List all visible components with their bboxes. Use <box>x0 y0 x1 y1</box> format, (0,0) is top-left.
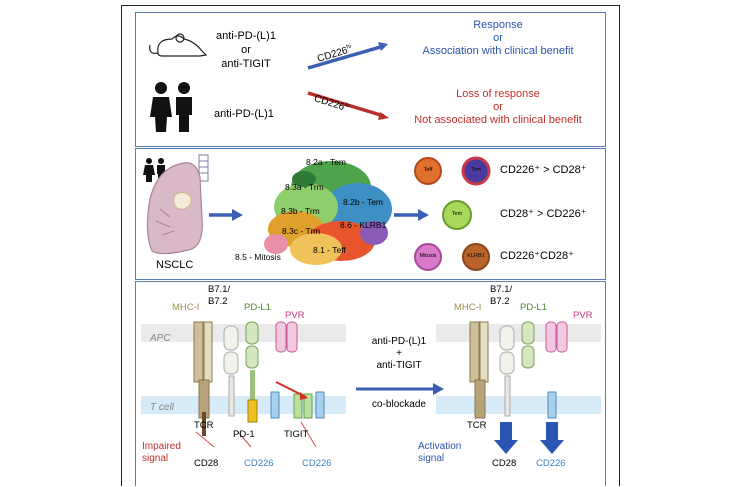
cell-label: Mitosis <box>419 253 437 259</box>
cd226-label-left-b: CD226 <box>302 458 332 469</box>
treatment-arrowhead <box>433 383 444 395</box>
cluster-label: 8.3b - Trm <box>281 206 320 216</box>
pvr-label-left: PVR <box>285 310 305 321</box>
mouse-icon <box>149 33 208 57</box>
tcr-label-right: TCR <box>467 420 487 431</box>
signaling-panel: APC T cell MHC-I B7.1/B7.2 PD-L1 PVR TCR… <box>135 281 606 486</box>
cluster-label: 8.5 - Mitosis <box>235 252 281 262</box>
cd28-label-left: CD28 <box>194 458 219 469</box>
b7-label-left: B7.1/B7.2 <box>208 284 231 307</box>
phenotype-label: CD226⁺CD28⁺ <box>500 250 574 262</box>
left-receptors <box>193 321 325 448</box>
patients-icon <box>150 82 192 132</box>
cd28-label-right: CD28 <box>492 458 517 469</box>
human-therapy: anti-PD-(L)1 <box>214 108 274 120</box>
cd226-high-arrow <box>307 44 385 70</box>
cluster-label: 8.2a - Tem <box>306 157 347 167</box>
mouse-therapy: anti-PD-(L)1 or anti-TIGIT <box>216 30 276 70</box>
co-blockade-label: co-blockade <box>372 399 426 410</box>
cell-label: Tem <box>451 211 463 217</box>
cd226-low-arrowhead <box>378 112 389 120</box>
pdl1-label-left: PD-L1 <box>244 302 271 313</box>
clusters-arrowhead <box>418 209 429 221</box>
treatment-graphics <box>149 33 389 132</box>
cluster-label: 8.3c - Trm <box>282 226 321 236</box>
negative-outcome: Loss of response or Not associated with … <box>414 88 582 126</box>
pdl1-label-right: PD-L1 <box>520 302 547 313</box>
cell-label: Trm <box>471 167 481 173</box>
mhc-label-right: MHC-I <box>454 302 482 313</box>
cd226-high-arrowhead <box>378 42 388 51</box>
cd226-label-left-a: CD226 <box>244 458 274 469</box>
tcell-label: T cell <box>150 402 174 413</box>
cluster-label: 8.3a - Trm <box>285 182 324 192</box>
right-receptors <box>469 321 568 454</box>
positive-outcome: Response or Association with clinical be… <box>422 19 574 57</box>
pvr-label-right: PVR <box>573 310 593 321</box>
figure-frame <box>121 5 620 486</box>
signaling-graphics <box>141 321 601 454</box>
lung-arrowhead <box>232 209 243 221</box>
cell-phenotypes <box>414 156 491 271</box>
cluster-label: 8.2b - Tem <box>343 197 384 207</box>
lung-icon <box>146 154 209 255</box>
cluster-label: 8.1 - Teff <box>313 245 346 255</box>
co-blockade-treatment: anti-PD-(L)1 + anti-TIGIT <box>371 336 427 371</box>
cd226-low-arrow <box>307 91 385 118</box>
mhc-label-left: MHC-I <box>172 302 200 313</box>
pd1-label: PD-1 <box>233 429 255 440</box>
b7-label-right: B7.1/B7.2 <box>490 284 513 307</box>
phenotype-label: CD28⁺ > CD226⁺ <box>500 208 587 220</box>
clusters-graphics <box>143 154 491 271</box>
cell-label: Teff <box>423 167 433 173</box>
tissue-label: NSCLC <box>156 259 194 271</box>
treatment-panel: anti-PD-(L)1 or anti-TIGIT anti-PD-(L)1 … <box>135 12 606 147</box>
cluster-label: 8.6 - KLRB1 <box>340 220 387 230</box>
tigit-label: TIGIT <box>284 429 309 440</box>
phenotype-label: CD226⁺ > CD28⁺ <box>500 164 587 176</box>
cd226-label-right: CD226 <box>536 458 566 469</box>
umap-plot <box>264 161 392 265</box>
tcr-label-left: TCR <box>194 420 214 431</box>
clusters-panel: NSCLC 8.2a - Tem 8.3a - Trm 8.2b - Tem 8… <box>135 148 606 280</box>
apc-label: APC <box>150 333 171 344</box>
cell-label: KLRB1 <box>467 253 485 259</box>
